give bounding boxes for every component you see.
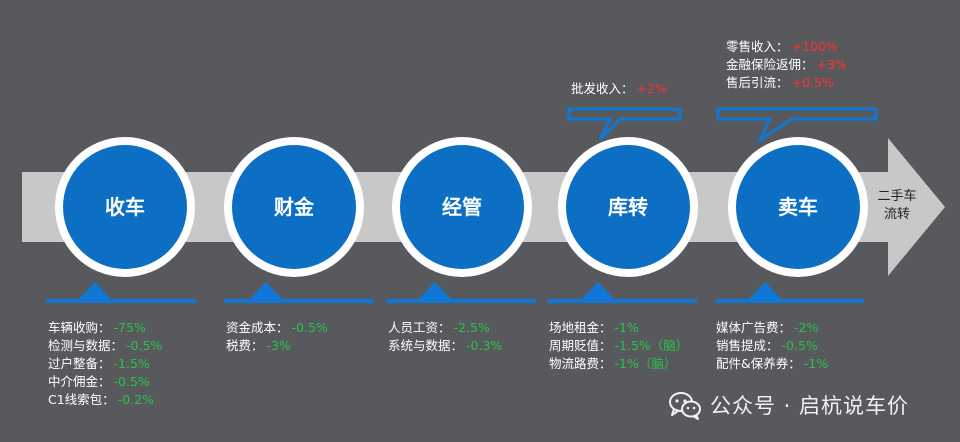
cost-list-jingguan: 人员工资：-2.5% 系统与数据：-0.3% bbox=[388, 319, 502, 355]
revenue-item-value: +0.5% bbox=[791, 75, 834, 90]
cost-list-kuzhuan: 场地租金：-1% 周期贬值：-1.5%（脑） 物流路费：-1%（脑） bbox=[549, 319, 688, 373]
flow-arrow-label-line1: 二手车 bbox=[877, 189, 917, 204]
revenue-callout-kuzhuan bbox=[567, 107, 682, 142]
cost-callout-maiche bbox=[716, 282, 864, 303]
stage-circle-maiche bbox=[728, 137, 868, 277]
cost-item-label: 过户整备： bbox=[48, 356, 111, 371]
cost-item: 物流路费：-1%（脑） bbox=[549, 355, 688, 373]
revenue-item: 零售收入：+100% bbox=[726, 38, 847, 56]
revenue-list-kuzhuan: 批发收入：+2% bbox=[571, 80, 667, 98]
revenue-item-value: +3% bbox=[816, 57, 847, 72]
cost-item: 过户整备：-1.5% bbox=[48, 355, 162, 373]
cost-item-value: -3% bbox=[266, 338, 291, 353]
revenue-item-label: 售后引流： bbox=[726, 75, 789, 90]
cost-item: 周期贬值：-1.5%（脑） bbox=[549, 337, 688, 355]
cost-item-value: -1.5% bbox=[113, 356, 150, 371]
revenue-item: 批发收入：+2% bbox=[571, 80, 667, 98]
cost-item-label: 税费： bbox=[226, 338, 264, 353]
cost-item-label: 物流路费： bbox=[549, 356, 612, 371]
cost-item: C1线索包：-0.2% bbox=[48, 391, 162, 409]
cost-item: 媒体广告费：-2% bbox=[716, 319, 828, 337]
cost-item-label: 中介佣金： bbox=[48, 374, 111, 389]
revenue-callout-maiche bbox=[716, 107, 878, 145]
cost-list-shouche: 车辆收购：-75% 检测与数据：-0.5% 过户整备：-1.5% 中介佣金：-0… bbox=[48, 319, 162, 409]
cost-item-value: -0.5% bbox=[291, 320, 328, 335]
flow-arrow-label: 二手车 流转 bbox=[868, 188, 926, 224]
cost-item: 资金成本：-0.5% bbox=[226, 319, 328, 337]
cost-item-label: 配件&保养券： bbox=[716, 356, 801, 371]
cost-item-value: -75% bbox=[113, 320, 146, 335]
cost-item-label: 销售提成： bbox=[716, 338, 779, 353]
cost-item: 中介佣金：-0.5% bbox=[48, 373, 162, 391]
cost-item-label: 资金成本： bbox=[226, 320, 289, 335]
revenue-item-label: 零售收入： bbox=[726, 39, 789, 54]
cost-item: 人员工资：-2.5% bbox=[388, 319, 502, 337]
watermark-text: 公众号 · 启杭说车价 bbox=[710, 394, 910, 418]
cost-callout-shouche bbox=[46, 282, 196, 303]
cost-item-label: 检测与数据： bbox=[48, 338, 124, 353]
cost-item-value: -0.5% bbox=[126, 338, 163, 353]
cost-item-label: 周期贬值： bbox=[549, 338, 612, 353]
cost-item-label: 系统与数据： bbox=[388, 338, 464, 353]
cost-item-label: 场地租金： bbox=[549, 320, 612, 335]
cost-item-value: -1% bbox=[803, 356, 829, 371]
stage-label-shouche: 收车 bbox=[105, 195, 145, 219]
stage-circle-caijin bbox=[224, 137, 364, 277]
revenue-item-value: +100% bbox=[791, 39, 838, 54]
cost-item-label: 人员工资： bbox=[388, 320, 451, 335]
cost-item: 检测与数据：-0.5% bbox=[48, 337, 162, 355]
revenue-list-maiche: 零售收入：+100% 金融保险返佣：+3% 售后引流：+0.5% bbox=[726, 38, 847, 92]
cost-item-label: C1线索包： bbox=[48, 392, 115, 407]
cost-item-value: -2% bbox=[794, 320, 819, 335]
revenue-item-label: 批发收入： bbox=[571, 81, 634, 96]
cost-item: 销售提成：-0.5% bbox=[716, 337, 828, 355]
cost-item-label: 媒体广告费： bbox=[716, 320, 792, 335]
cost-item-value: -1% bbox=[614, 320, 639, 335]
cost-item-value: -2.5% bbox=[453, 320, 490, 335]
cost-list-caijin: 资金成本：-0.5% 税费：-3% bbox=[226, 319, 328, 355]
wechat-icon bbox=[669, 392, 701, 420]
cost-item-value: -1.5%（脑） bbox=[614, 338, 689, 353]
cost-item-value: -0.3% bbox=[466, 338, 503, 353]
stage-label-jingguan: 经管 bbox=[442, 195, 482, 219]
cost-item: 车辆收购：-75% bbox=[48, 319, 162, 337]
flow-arrow-label-line2: 流转 bbox=[883, 207, 910, 222]
cost-item: 配件&保养券：-1% bbox=[716, 355, 828, 373]
watermark: 公众号 · 启杭说车价 bbox=[668, 388, 909, 422]
stage-label-kuzhuan: 库转 bbox=[608, 195, 648, 219]
stage-circle-jingguan bbox=[392, 137, 532, 277]
cost-item-value: -0.5% bbox=[781, 338, 818, 353]
stage-circle-kuzhuan bbox=[558, 137, 698, 277]
revenue-item-value: +2% bbox=[636, 81, 667, 96]
cost-item-label: 车辆收购： bbox=[48, 320, 111, 335]
cost-callout-caijin bbox=[224, 282, 374, 303]
stage-label-caijin: 财金 bbox=[274, 195, 314, 219]
cost-callout-jingguan bbox=[386, 282, 536, 303]
revenue-item-label: 金融保险返佣： bbox=[726, 57, 814, 72]
cost-item-value: -0.5% bbox=[113, 374, 150, 389]
cost-item: 系统与数据：-0.3% bbox=[388, 337, 502, 355]
cost-item: 税费：-3% bbox=[226, 337, 328, 355]
cost-list-maiche: 媒体广告费：-2% 销售提成：-0.5% 配件&保养券：-1% bbox=[716, 319, 828, 373]
cost-item: 场地租金：-1% bbox=[549, 319, 688, 337]
stage-label-maiche: 卖车 bbox=[778, 195, 818, 219]
revenue-item: 售后引流：+0.5% bbox=[726, 74, 847, 92]
revenue-item: 金融保险返佣：+3% bbox=[726, 56, 847, 74]
cost-item-value: -1%（脑） bbox=[614, 356, 677, 371]
cost-item-value: -0.2% bbox=[117, 392, 154, 407]
cost-callout-kuzhuan bbox=[547, 282, 697, 303]
stage-circle-shouche bbox=[55, 137, 195, 277]
